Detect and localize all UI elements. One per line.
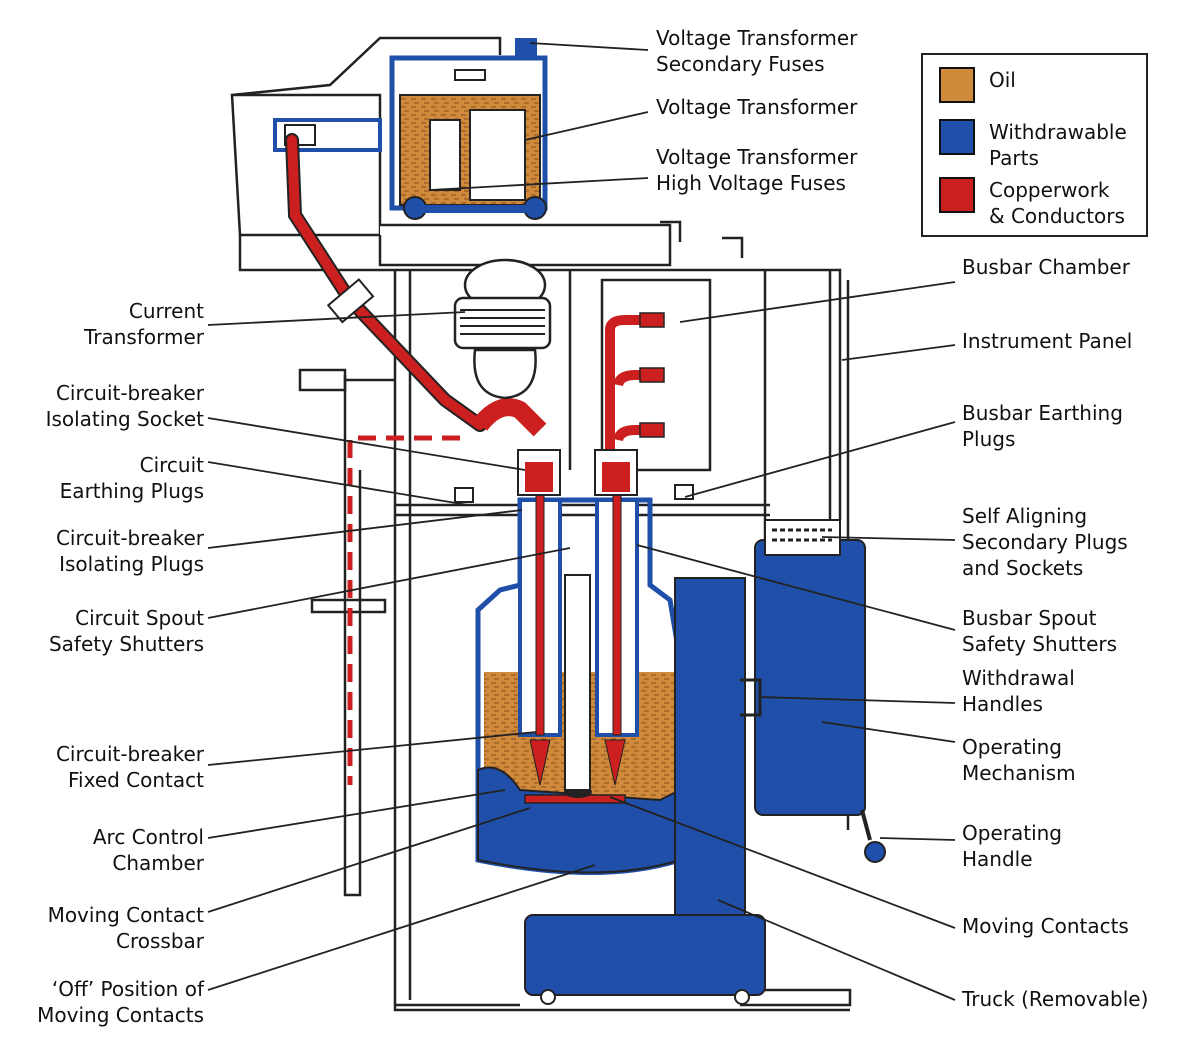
legend-withdrawable-line1: Withdrawable [989,120,1127,144]
label-line: Busbar Earthing [962,401,1123,425]
label-line: Circuit-breaker [55,381,204,405]
label-truck-removable: Truck (Removable) [962,986,1148,1012]
label-line: Handle [962,847,1033,871]
label-line: Crossbar [116,929,204,953]
withdrawable-swatch [939,119,975,155]
label-line: Withdrawal [962,666,1075,690]
vt-conductor [285,133,547,437]
label-line: Voltage Transformer [656,95,858,119]
label-line: Mechanism [962,761,1076,785]
legend: Oil Withdrawable Parts Copperwork & Cond… [921,53,1148,237]
label-line: Chamber [112,851,204,875]
legend-item-withdrawable: Withdrawable Parts [939,119,1127,171]
label-line: Circuit [139,453,204,477]
label-line: Arc Control [92,825,204,849]
label-line: Self Aligning [962,504,1088,528]
truck-assembly [524,519,886,1005]
label-line: Voltage Transformer [656,145,858,169]
label-voltage-transformer: Voltage Transformer [656,94,857,120]
label-line: Isolating Plugs [59,552,204,576]
label-line: Operating [962,735,1062,759]
label-moving-contacts: Moving Contacts [962,913,1129,939]
legend-oil-line1: Oil [989,68,1016,92]
label-line: Secondary Plugs [962,530,1128,554]
earthing-plugs [454,484,694,503]
label-line: Circuit-breaker [55,742,204,766]
copper-swatch [939,177,975,213]
label-line: Operating [962,821,1062,845]
label-line: Busbar Chamber [962,255,1130,279]
legend-withdrawable-line2: Parts [989,146,1039,170]
leader-lines [207,42,956,1001]
label-line: Fixed Contact [68,768,204,792]
voltage-transformer-module [273,38,548,220]
legend-item-copper: Copperwork & Conductors [939,177,1125,229]
label-line: ‘Off’ Position of [51,977,204,1001]
label-line: and Sockets [962,556,1084,580]
oil-swatch [939,67,975,103]
label-line: Moving Contacts [37,1003,204,1027]
label-line: Plugs [962,427,1016,451]
label-line: Earthing Plugs [59,479,204,503]
current-transformer [453,258,552,400]
label-line: Instrument Panel [962,329,1133,353]
label-line: Isolating Socket [45,407,204,431]
legend-copper-line1: Copperwork [989,178,1110,202]
label-line: Voltage Transformer [656,26,858,50]
label-line: Handles [962,692,1043,716]
label-line: Circuit Spout [75,606,204,630]
label-line: Truck (Removable) [962,987,1149,1011]
label-line: Circuit-breaker [55,526,204,550]
label-line: Busbar Spout [962,606,1097,630]
label-line: Current [128,299,204,323]
label-line: Safety Shutters [48,632,204,656]
busbar-conductors [605,312,665,460]
circuit-breaker-tank [475,449,683,875]
label-instrument-panel: Instrument Panel [962,328,1132,354]
label-busbar-chamber: Busbar Chamber [962,254,1130,280]
label-line: High Voltage Fuses [656,171,846,195]
legend-copper-line2: & Conductors [989,204,1125,228]
label-line: Transformer [83,325,204,349]
label-line: Secondary Fuses [656,52,825,76]
off-position-dashed-line [347,435,460,785]
label-line: Moving Contacts [962,914,1129,938]
label-line: Moving Contact [47,903,204,927]
legend-item-oil: Oil [939,67,1016,103]
label-line: Safety Shutters [962,632,1118,656]
